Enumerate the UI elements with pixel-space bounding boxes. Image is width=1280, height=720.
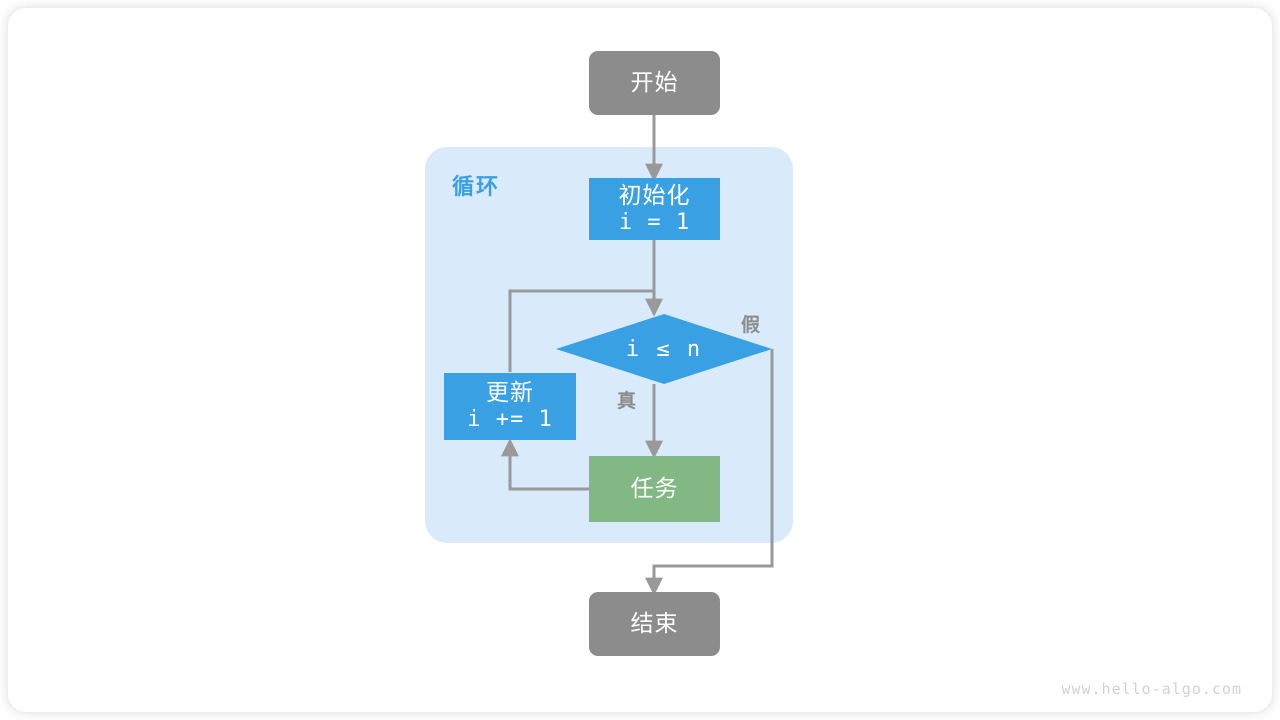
node-init-code: i = 1: [618, 209, 691, 235]
node-start-label: 开始: [630, 69, 679, 96]
watermark: www.hello-algo.com: [1061, 680, 1242, 698]
node-start[interactable]: 开始: [589, 51, 720, 115]
node-end-label: 结束: [630, 610, 679, 637]
node-init[interactable]: 初始化 i = 1: [589, 178, 720, 240]
edge-label-false: 假: [741, 315, 761, 336]
node-update-code: i += 1: [467, 407, 553, 433]
node-update[interactable]: 更新 i += 1: [444, 373, 576, 440]
edge-label-true: 真: [617, 391, 637, 412]
diamond-shape: [556, 314, 772, 384]
node-init-label: 初始化: [618, 181, 691, 208]
node-task-label: 任务: [630, 475, 679, 502]
node-update-label: 更新: [486, 379, 534, 406]
loop-container-label: 循环: [452, 174, 501, 199]
node-task[interactable]: 任务: [589, 456, 720, 522]
node-end[interactable]: 结束: [589, 592, 720, 656]
node-condition[interactable]: i ≤ n: [556, 314, 772, 384]
node-condition-label: i ≤ n: [625, 336, 703, 362]
